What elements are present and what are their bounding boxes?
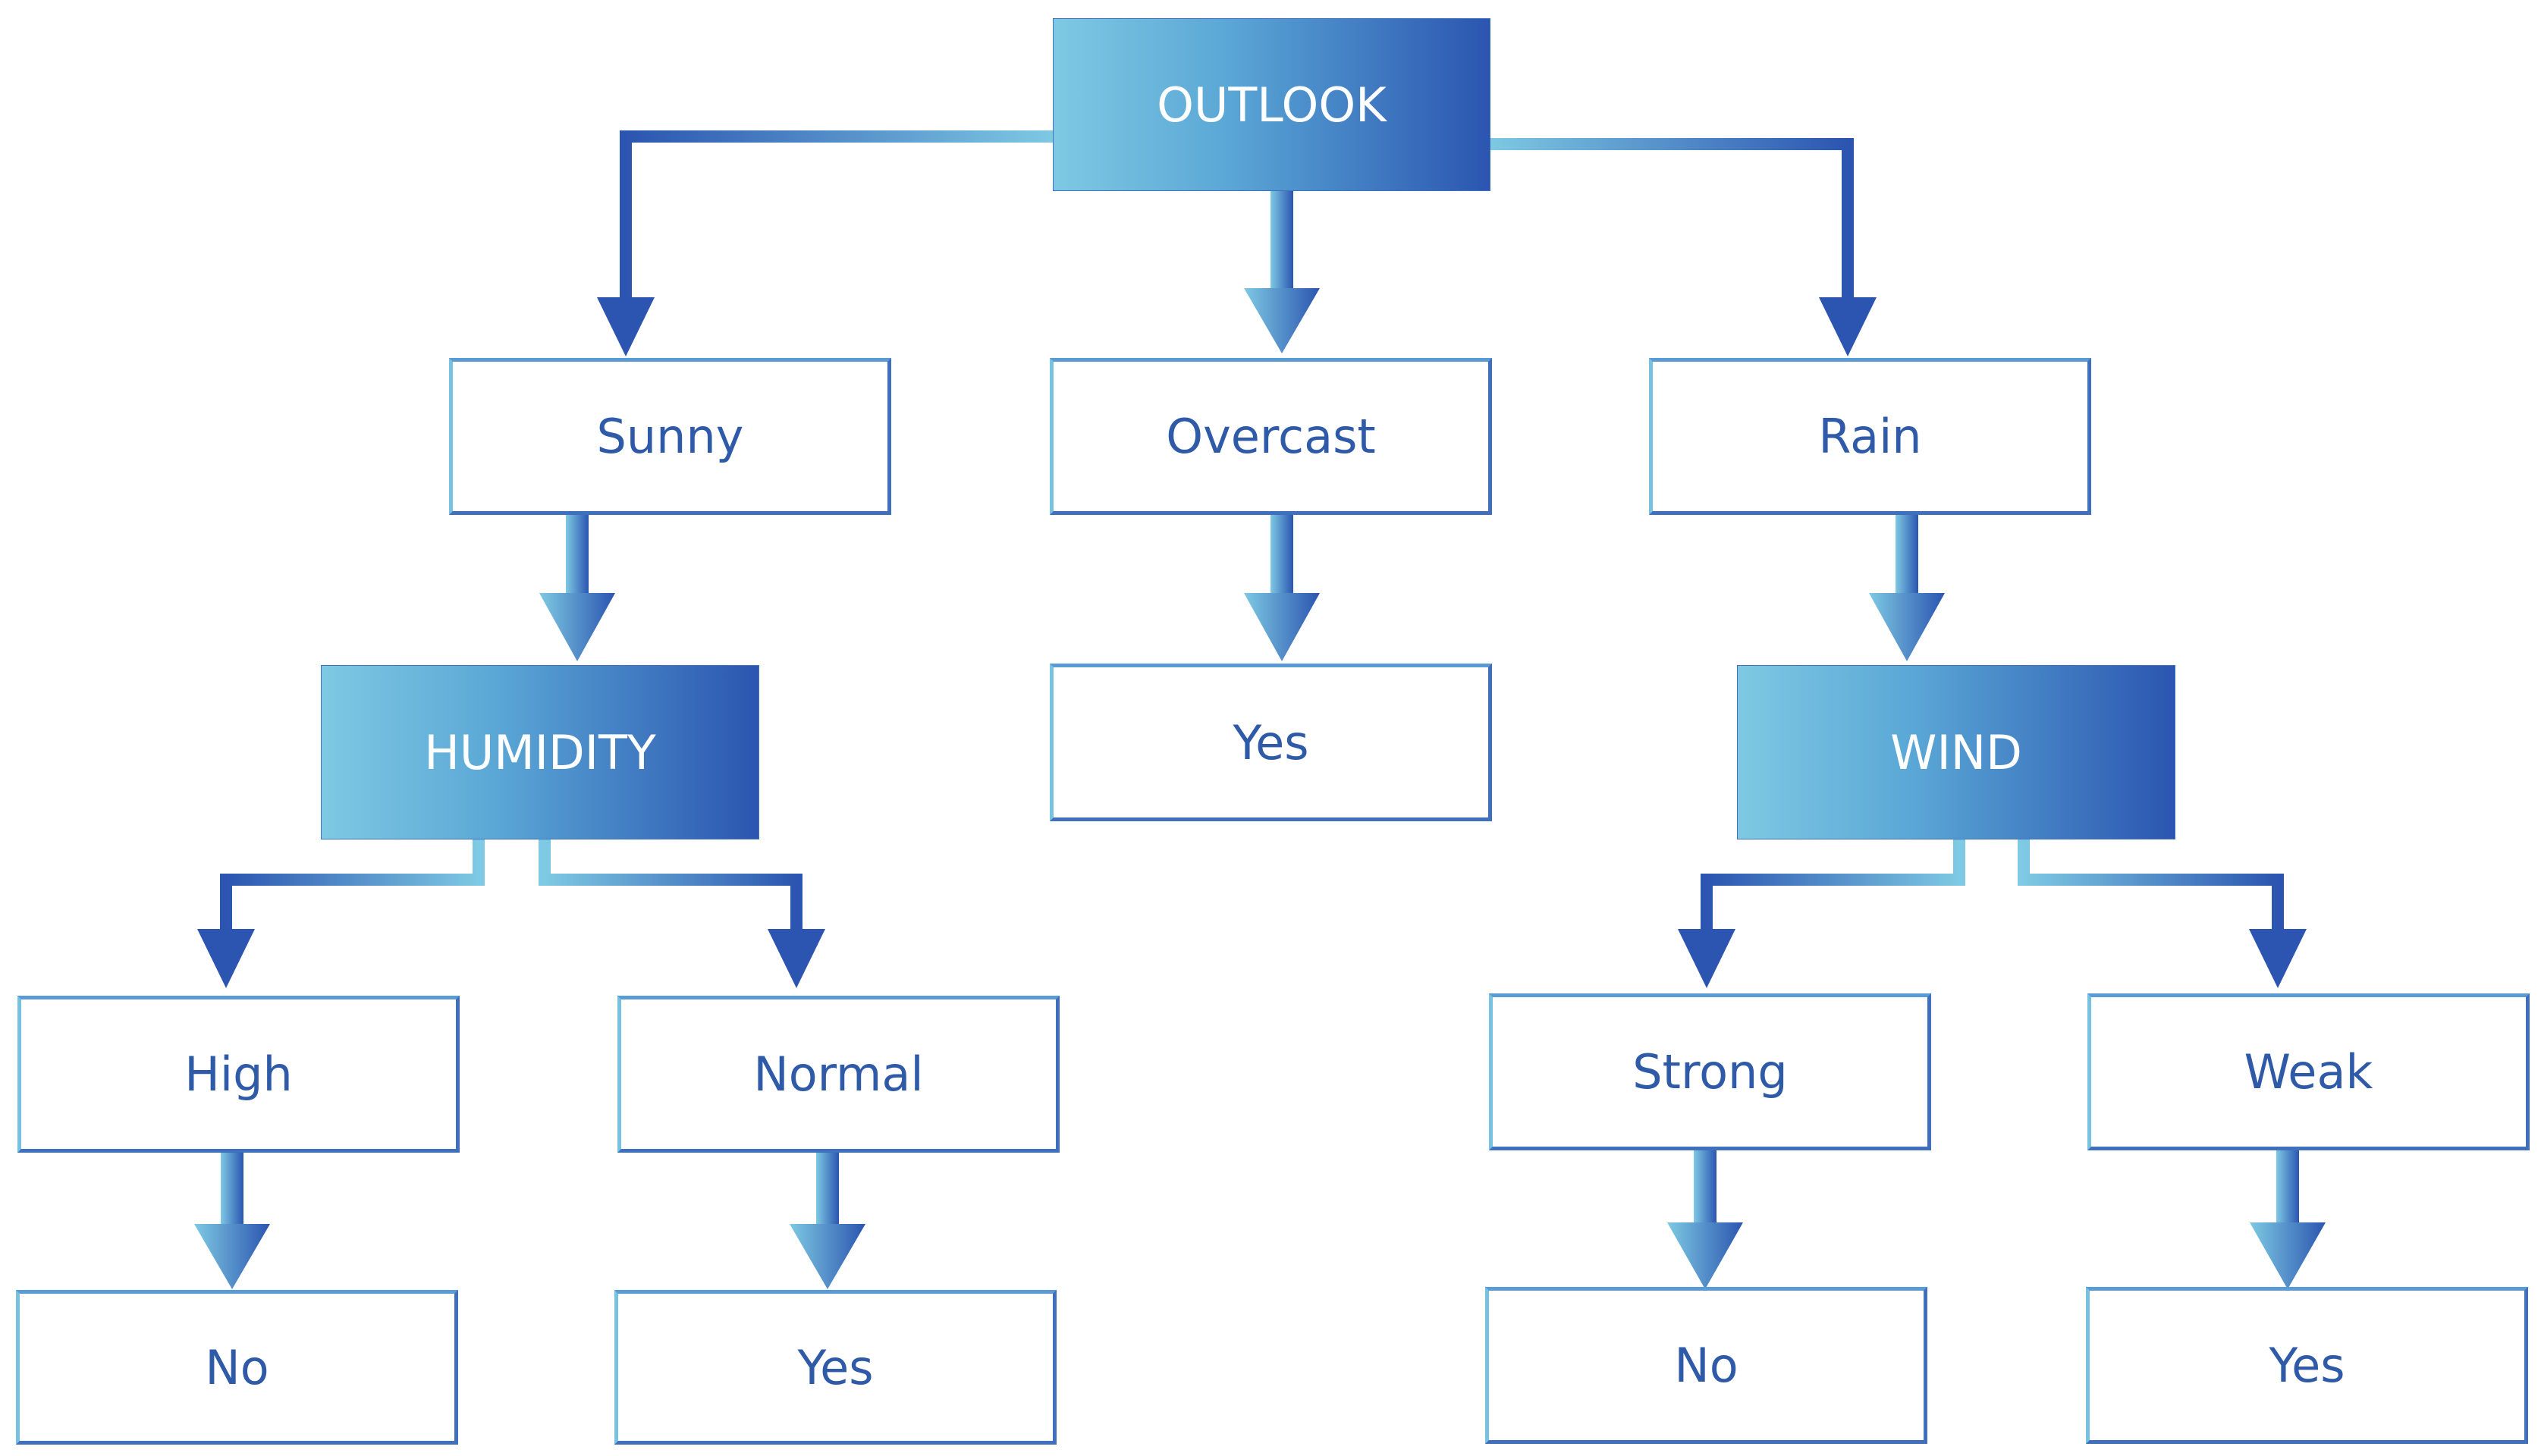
outlook-to-rain-arrow — [1489, 138, 1877, 356]
high-label: High — [184, 1046, 293, 1102]
wind-to-weak-arrow — [2018, 838, 2307, 988]
sunny-node: Sunny — [449, 358, 891, 515]
wind-node: WIND — [1737, 665, 2175, 839]
strong-label: Strong — [1632, 1044, 1788, 1100]
strong-to-no-arrow — [1667, 1149, 1743, 1289]
rain-label: Rain — [1818, 409, 1922, 464]
weak-yes-node: Yes — [2086, 1287, 2528, 1444]
humidity-label: HUMIDITY — [424, 724, 656, 780]
weak-to-yes-arrow — [2250, 1149, 2326, 1289]
strong-no-node: No — [1485, 1287, 1927, 1444]
high-no-label: No — [205, 1339, 269, 1395]
normal-yes-label: Yes — [797, 1339, 874, 1395]
humidity-to-high-arrow — [197, 838, 485, 988]
normal-yes-node: Yes — [614, 1290, 1057, 1445]
outlook-to-sunny-arrow — [597, 130, 1054, 356]
overcast-node: Overcast — [1050, 358, 1492, 515]
overcast-to-yes-arrow — [1244, 514, 1320, 661]
rain-node: Rain — [1649, 358, 2091, 515]
strong-no-label: No — [1674, 1338, 1738, 1393]
rain-to-wind-arrow — [1869, 514, 1945, 661]
wind-label: WIND — [1890, 724, 2022, 780]
high-node: High — [17, 996, 460, 1153]
humidity-node: HUMIDITY — [321, 665, 759, 839]
weak-node: Weak — [2087, 993, 2530, 1150]
normal-to-yes-arrow — [790, 1151, 865, 1289]
strong-node: Strong — [1489, 993, 1931, 1150]
weak-yes-label: Yes — [2269, 1338, 2345, 1393]
outlook-node: OUTLOOK — [1053, 18, 1490, 191]
weak-label: Weak — [2244, 1044, 2373, 1100]
outlook-label: OUTLOOK — [1157, 77, 1387, 133]
humidity-to-normal-arrow — [539, 838, 825, 988]
normal-node: Normal — [617, 996, 1060, 1153]
overcast-yes-label: Yes — [1233, 714, 1309, 770]
wind-to-strong-arrow — [1678, 838, 1965, 988]
sunny-label: Sunny — [596, 409, 744, 464]
outlook-to-overcast-arrow — [1244, 190, 1320, 353]
high-to-no-arrow — [194, 1151, 270, 1289]
sunny-to-humidity-arrow — [539, 514, 615, 661]
normal-label: Normal — [753, 1046, 924, 1102]
high-no-node: No — [16, 1290, 458, 1445]
overcast-label: Overcast — [1166, 409, 1376, 464]
overcast-yes-node: Yes — [1050, 664, 1492, 821]
